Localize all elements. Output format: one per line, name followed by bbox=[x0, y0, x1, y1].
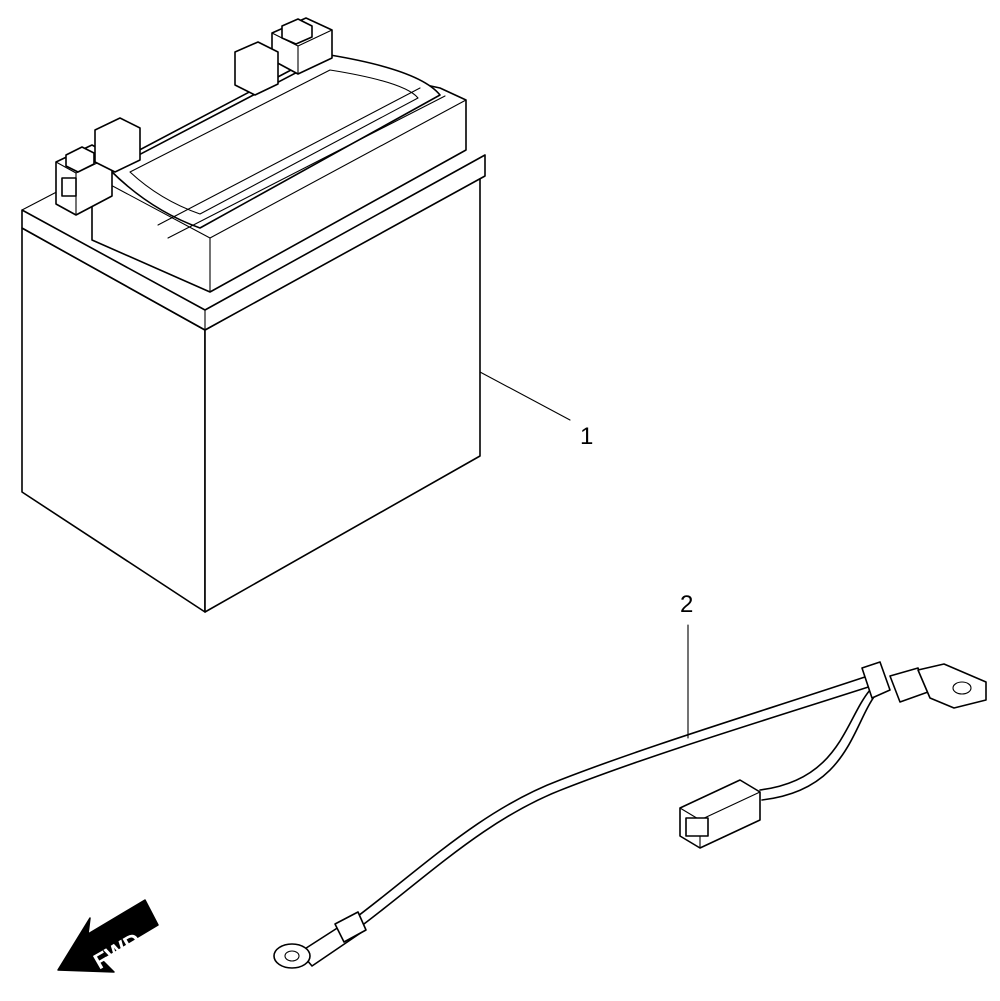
fwd-arrow-icon: FWD bbox=[57, 899, 159, 974]
callout-1-label: 1 bbox=[580, 423, 593, 450]
battery-icon bbox=[21, 17, 486, 613]
cable-harness-icon bbox=[273, 661, 987, 969]
callout-1-leader bbox=[479, 371, 571, 421]
callout-2-label: 2 bbox=[680, 591, 693, 618]
